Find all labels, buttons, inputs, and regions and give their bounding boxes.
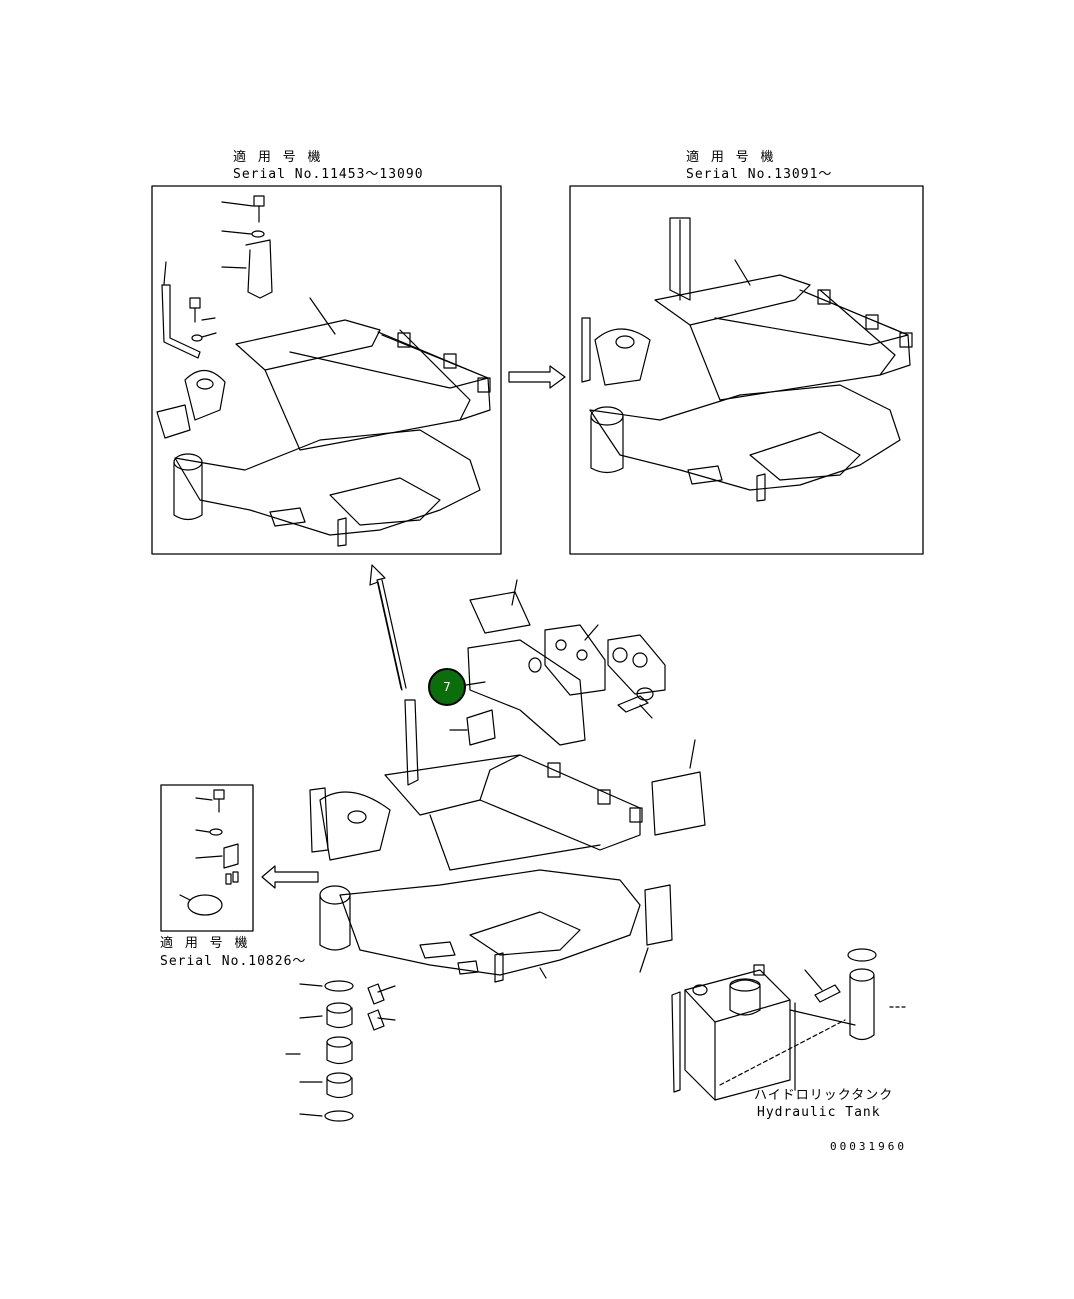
inset-bottom-left-serial: Serial No.10826～ xyxy=(160,954,307,969)
main-assembly xyxy=(285,579,706,1122)
inset-top-left xyxy=(151,185,502,555)
callout-7-label: 7 xyxy=(443,680,451,694)
inset-top-right-serial: Serial No.13091～ xyxy=(686,167,833,182)
arrow-up xyxy=(369,564,407,691)
hydraulic-tank xyxy=(671,948,906,1101)
inset-bottom-left-label-jp: 適 用 号 機 xyxy=(160,936,250,951)
inset-top-right-label-jp: 適 用 号 機 xyxy=(686,150,776,165)
tank-label-en: Hydraulic Tank xyxy=(757,1105,881,1120)
callout-7-button[interactable]: 7 xyxy=(428,668,466,706)
arrow-left-bottom xyxy=(261,865,319,889)
inset-top-right xyxy=(569,185,924,555)
drawing-number: 00031960 xyxy=(830,1140,907,1153)
inset-bottom-left xyxy=(160,784,254,932)
arrow-right-top xyxy=(508,365,566,389)
callout-leader xyxy=(465,681,486,686)
inset-top-left-serial: Serial No.11453～13090 xyxy=(233,167,424,182)
inset-top-left-label-jp: 適 用 号 機 xyxy=(233,150,323,165)
tank-label-jp: ハイドロリックタンク xyxy=(754,1088,894,1103)
